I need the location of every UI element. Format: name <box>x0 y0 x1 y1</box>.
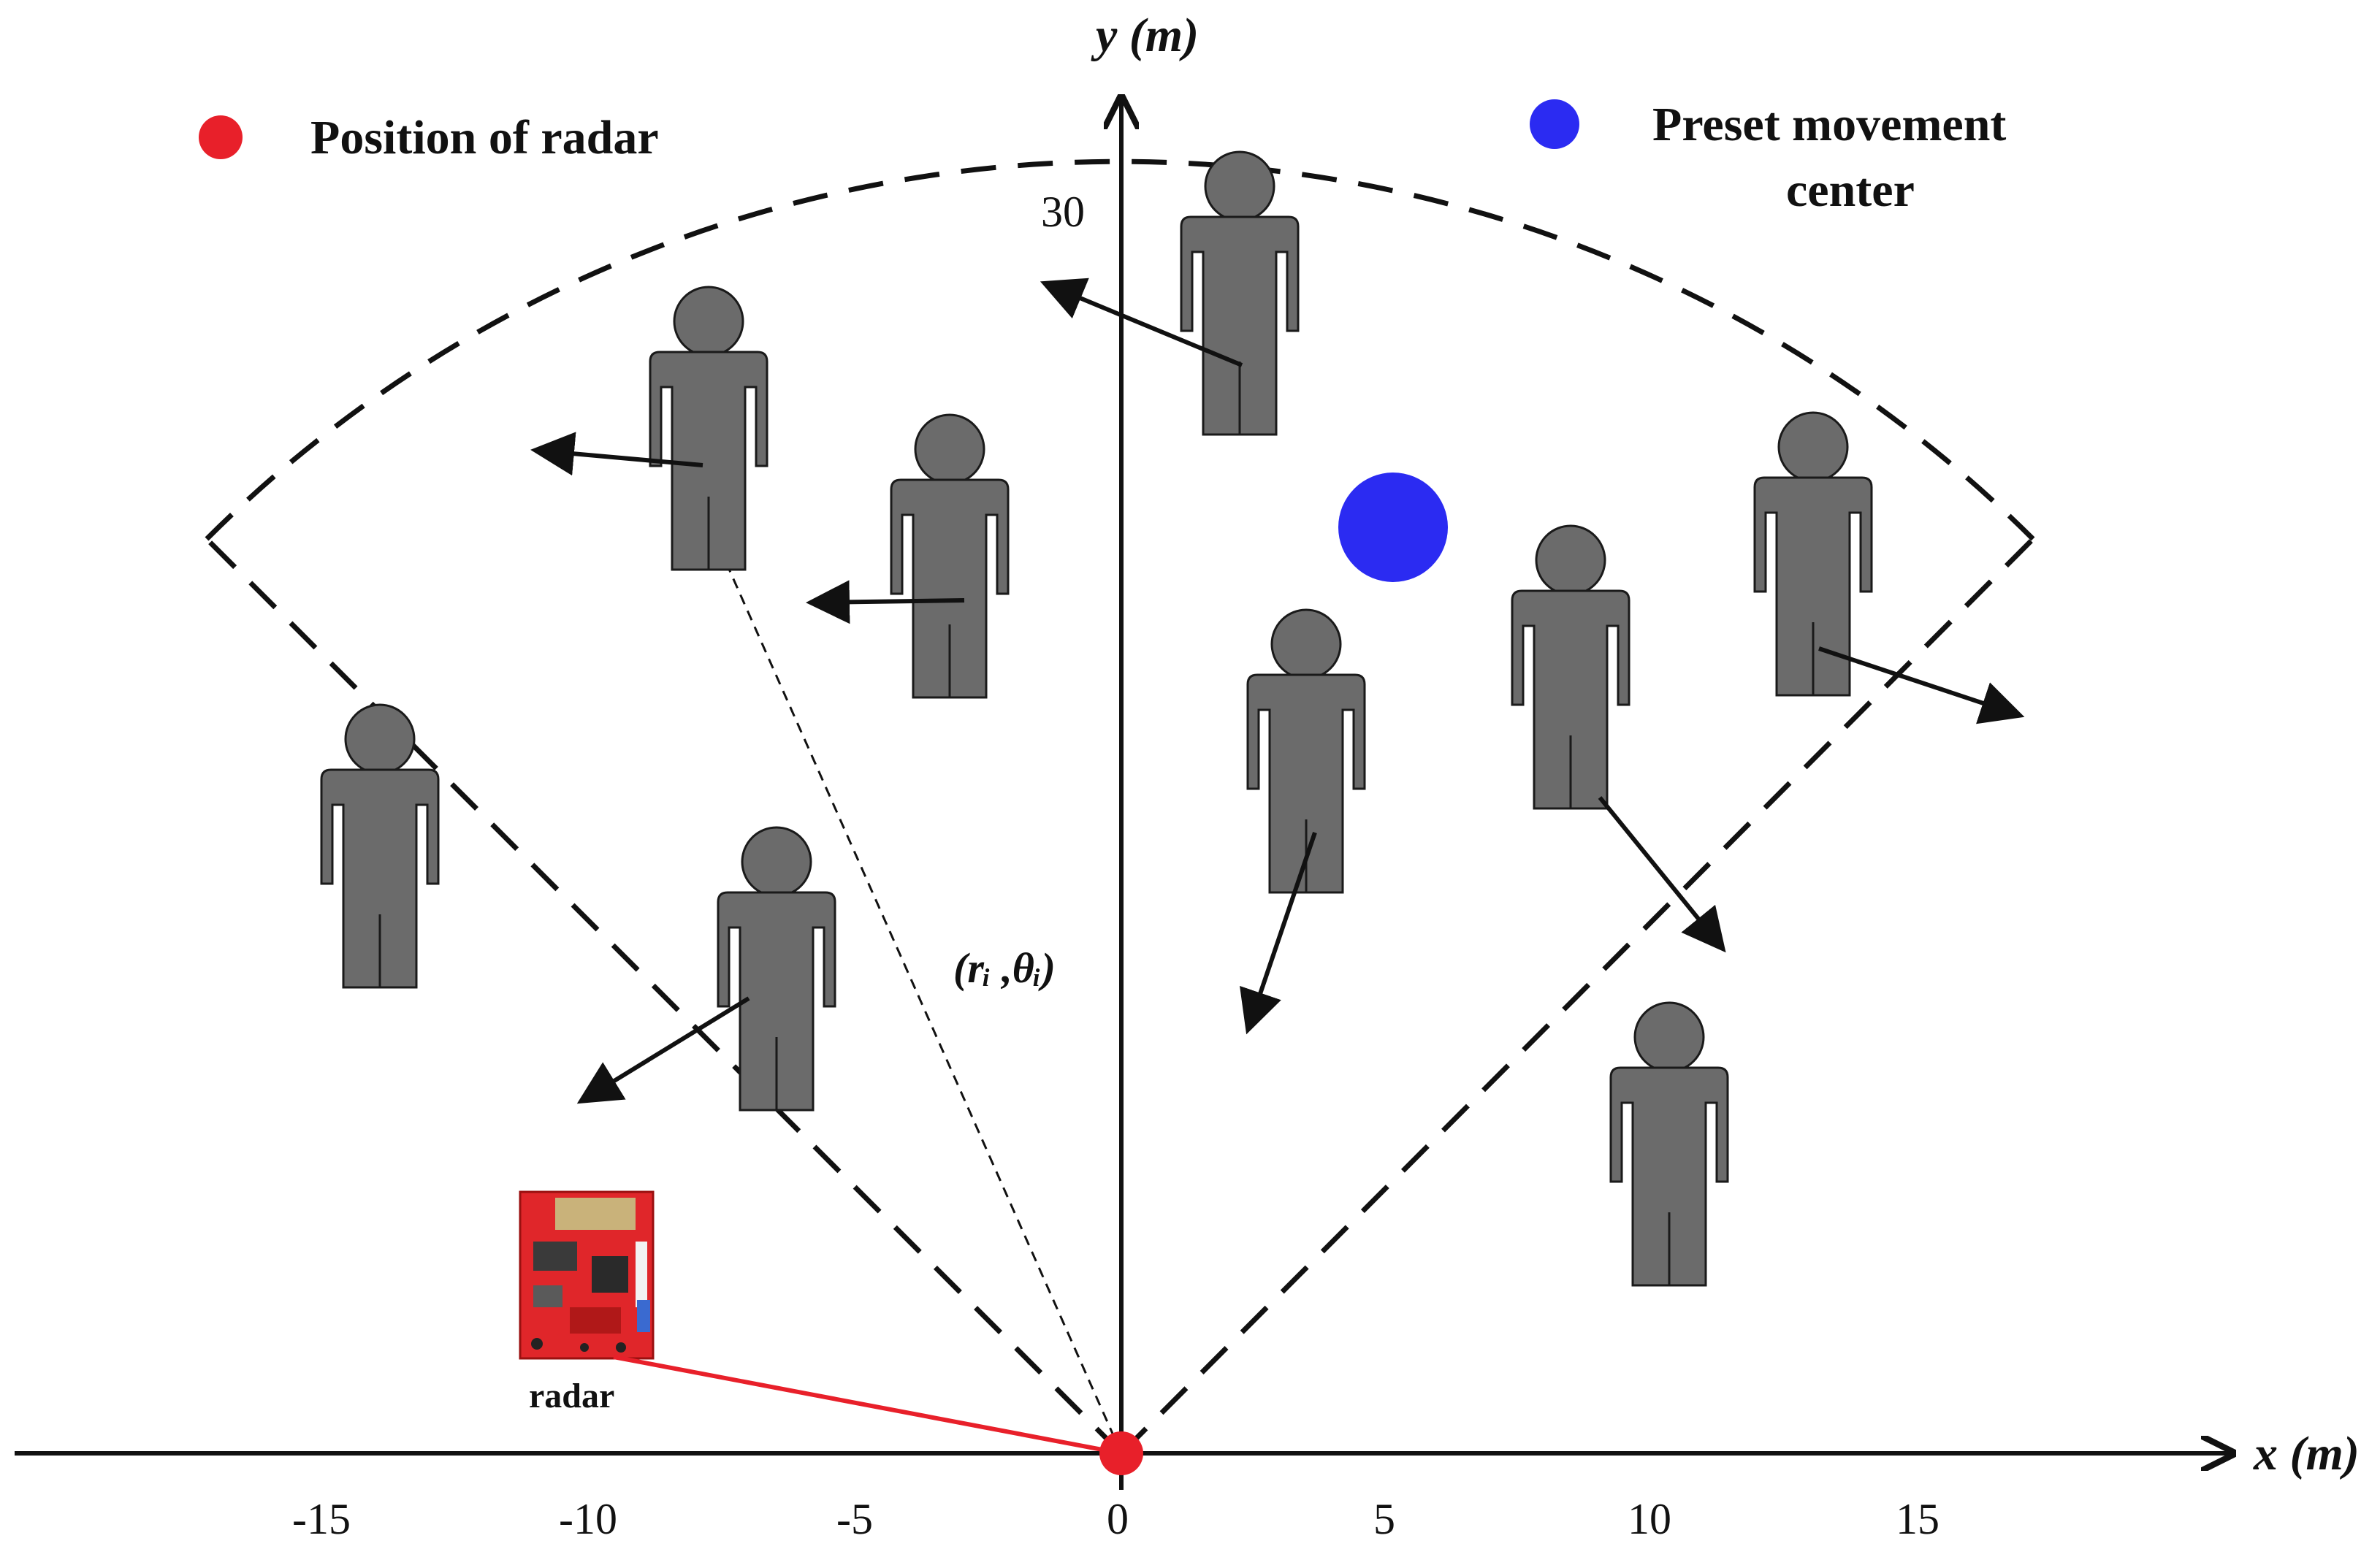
x-tick-label: 5 <box>1373 1495 1395 1543</box>
persons <box>320 150 1873 1287</box>
y-axis-title: y (m) <box>1091 9 1199 62</box>
sector-right-edge <box>1119 537 2035 1456</box>
target-coordinate-label: (rᵢ ,θᵢ) <box>953 944 1056 992</box>
person-icon <box>1180 150 1300 436</box>
radar-link-line <box>613 1355 1122 1456</box>
movement-arrow <box>806 580 965 624</box>
preset-movement-center <box>1338 473 1448 582</box>
legend-radar-label: Position of radar <box>310 111 659 164</box>
x-tick-label: 10 <box>1628 1495 1671 1543</box>
range-line <box>718 547 1123 1454</box>
x-tick-label: -5 <box>836 1495 873 1543</box>
person-icon <box>890 413 1010 699</box>
radar-board-label: radar <box>529 1377 614 1415</box>
radar-position-marker <box>1099 1431 1143 1475</box>
sector-left-edge <box>205 537 1124 1456</box>
legend-center-label-line2: center <box>1786 164 1915 217</box>
x-tick-label: -10 <box>559 1495 617 1543</box>
x-tick-label: 15 <box>1896 1495 1940 1543</box>
sensing-sector <box>205 158 2035 1456</box>
x-tick-labels: -15 -10 -5 0 5 10 15 <box>292 1495 1940 1543</box>
person-icon <box>1246 608 1366 894</box>
movement-arrow <box>1818 646 2025 724</box>
movement-arrow <box>1040 278 1243 367</box>
movement-arrow <box>1598 796 1726 953</box>
movement-arrow <box>1240 832 1317 1035</box>
legend-center-label-line1: Preset movement <box>1652 98 2006 151</box>
person-icon <box>320 703 440 989</box>
y-tick-label: 30 <box>1041 188 1085 236</box>
legend: Position of radar Preset movement center <box>199 98 2006 217</box>
movement-arrow <box>530 432 703 476</box>
x-tick-label: 0 <box>1107 1495 1129 1543</box>
radar-board-image <box>519 1190 655 1360</box>
person-icon <box>649 286 768 571</box>
x-tick-label: -15 <box>292 1495 351 1543</box>
x-axis-title: x (m) <box>2253 1427 2360 1480</box>
movement-arrow <box>576 996 750 1104</box>
legend-center-marker <box>1530 99 1579 149</box>
person-icon <box>1753 411 1873 697</box>
person-icon <box>1511 524 1630 810</box>
legend-radar-marker <box>199 115 243 159</box>
movement-arrows <box>530 278 2025 1104</box>
person-icon <box>1609 1001 1729 1287</box>
